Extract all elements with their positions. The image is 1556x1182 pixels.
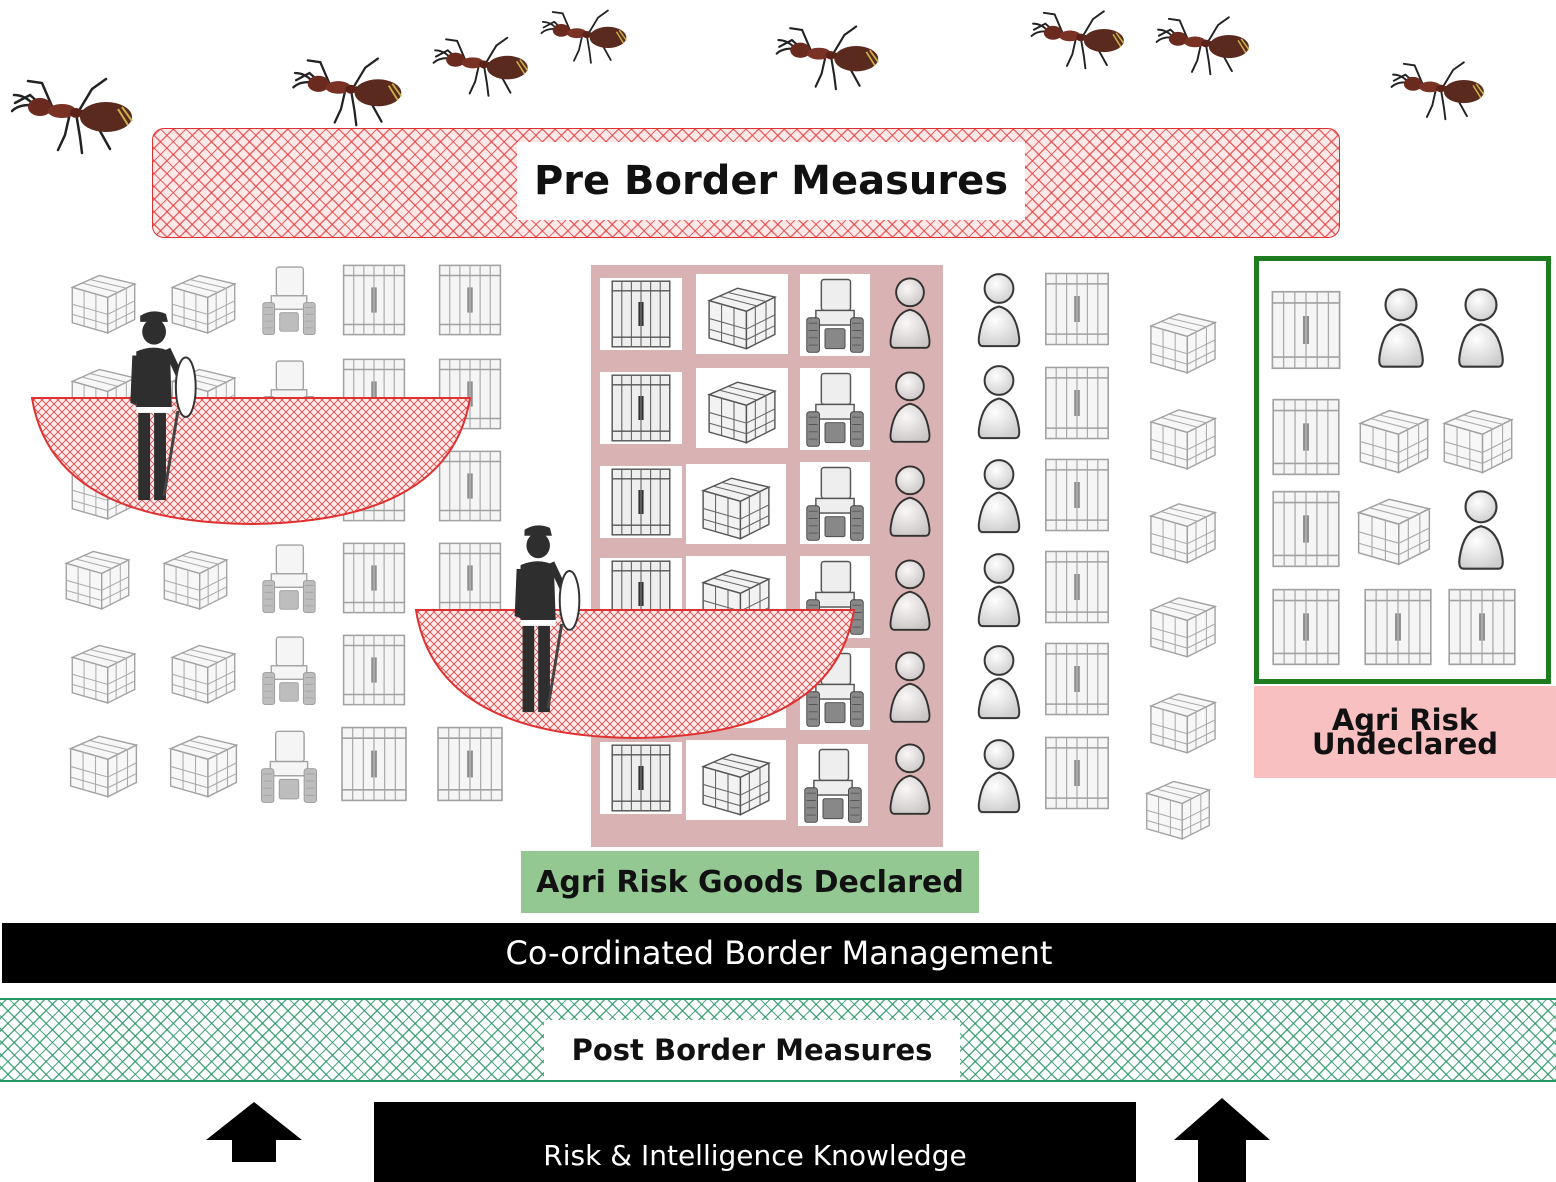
container-icon: [1038, 270, 1116, 348]
arrow-up-icon: [1174, 1098, 1270, 1182]
pallet-icon: [1138, 680, 1228, 758]
pallet-icon: [156, 632, 251, 708]
person-icon: [884, 274, 936, 354]
person-icon: [1452, 484, 1510, 578]
container-icon: [1268, 488, 1344, 570]
pallet-icon: [1138, 396, 1228, 474]
container-icon: [1038, 364, 1116, 442]
container-icon: [1038, 640, 1116, 718]
person-icon: [884, 648, 936, 728]
container-icon: [336, 724, 412, 804]
pallet-icon: [686, 740, 786, 820]
container-icon: [1268, 586, 1344, 668]
pallet-icon: [1138, 300, 1228, 378]
inspection-net-center: [414, 609, 856, 740]
pallet-icon: [1348, 484, 1440, 570]
inspector-icon: [512, 522, 582, 718]
person-icon: [972, 550, 1026, 632]
container-icon: [1038, 456, 1116, 534]
container-icon: [1038, 548, 1116, 626]
pallet-icon: [1138, 584, 1228, 662]
container-icon: [600, 742, 682, 814]
pallet-icon: [56, 632, 151, 708]
container-icon: [1268, 396, 1344, 478]
tractor-icon: [256, 540, 322, 616]
container-icon: [600, 372, 682, 444]
person-icon: [1372, 284, 1430, 374]
pallet-icon: [1432, 396, 1524, 478]
container-icon: [432, 262, 508, 338]
person-icon: [972, 270, 1026, 352]
person-icon: [1452, 284, 1510, 374]
pallet-icon: [686, 464, 786, 544]
pallet-icon: [148, 538, 243, 614]
coordinated-border-bar: Co-ordinated Border Management: [2, 923, 1556, 983]
person-icon: [884, 462, 936, 542]
pallet-icon: [1348, 396, 1440, 478]
pallet-icon: [156, 722, 251, 802]
container-icon: [1038, 734, 1116, 812]
person-icon: [972, 456, 1026, 538]
container-icon: [1268, 288, 1344, 372]
container-icon: [600, 278, 682, 350]
tractor-icon: [256, 262, 322, 338]
tractor-icon: [256, 726, 322, 806]
inspection-net-left: [30, 397, 472, 526]
tractor-icon: [256, 632, 322, 708]
pallet-icon: [1130, 768, 1226, 844]
tractor-icon: [800, 462, 870, 544]
container-icon: [336, 262, 412, 338]
arrow-up-icon: [206, 1102, 302, 1162]
pre-border-label: Pre Border Measures: [517, 142, 1025, 220]
pallet-icon: [50, 538, 145, 614]
agri-declared-label: Agri Risk Goods Declared: [521, 851, 979, 913]
container-icon: [336, 632, 412, 708]
inspector-icon: [128, 308, 198, 506]
person-icon: [884, 556, 936, 636]
container-icon: [432, 540, 508, 616]
risk-intelligence-bar: Risk & Intelligence Knowledge: [374, 1102, 1136, 1182]
post-border-label: Post Border Measures: [544, 1020, 960, 1080]
person-icon: [884, 740, 936, 820]
undeclared-goods-panel: [1254, 256, 1551, 684]
person-icon: [972, 642, 1026, 724]
container-icon: [1360, 586, 1436, 668]
container-icon: [1444, 586, 1520, 668]
pallet-icon: [696, 368, 788, 448]
pallet-icon: [56, 722, 151, 802]
container-icon: [336, 540, 412, 616]
agri-undeclared-label: Agri Risk Undeclared: [1254, 686, 1556, 778]
container-icon: [600, 466, 682, 538]
tractor-icon: [800, 274, 870, 356]
person-icon: [972, 362, 1026, 444]
person-icon: [884, 368, 936, 448]
person-icon: [972, 736, 1026, 818]
pallet-icon: [696, 274, 788, 354]
tractor-icon: [798, 744, 868, 826]
tractor-icon: [800, 368, 870, 450]
pallet-icon: [1138, 490, 1228, 568]
